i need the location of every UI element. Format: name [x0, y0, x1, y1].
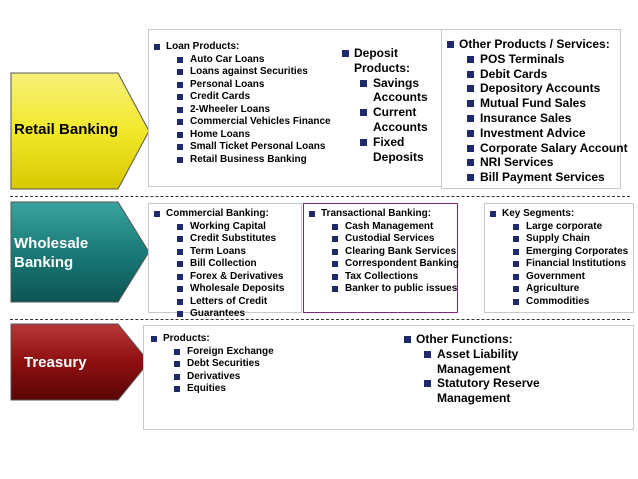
- list-item: Correspondent Banking: [332, 258, 470, 271]
- list-item: Insurance Sales: [467, 111, 638, 126]
- list-item: Mutual Fund Sales: [467, 96, 638, 111]
- list-item: Asset Liability Management: [424, 347, 554, 377]
- list-item: Banker to public issues: [332, 283, 470, 296]
- list-item: Wholesale Deposits: [177, 283, 305, 296]
- list-item: Forex & Derivatives: [177, 271, 305, 284]
- list-item: Emerging Corporates: [513, 246, 636, 259]
- list-item: Large corporate: [513, 221, 636, 234]
- wholesale-banking-label: Wholesale Banking: [14, 235, 89, 271]
- list-item: Clearing Bank Services: [332, 246, 470, 259]
- list-item: Letters of Credit: [177, 296, 305, 309]
- transactional-banking-items: Cash Management Custodial Services Clear…: [305, 221, 470, 296]
- treasury-products-header: Products:: [147, 333, 347, 346]
- deposit-products-items: Savings Accounts Current Accounts Fixed …: [338, 76, 432, 165]
- retail-loan-list: Loan Products: Auto Car Loans Loans agai…: [150, 41, 350, 166]
- list-item: Guarantees: [177, 308, 305, 321]
- retail-banking-label: Retail Banking: [14, 121, 119, 138]
- list-item: Fixed Deposits: [360, 135, 432, 165]
- other-functions-items: Asset Liability Management Statutory Res…: [400, 347, 554, 406]
- list-item: Current Accounts: [360, 105, 432, 135]
- list-item: Savings Accounts: [360, 76, 432, 106]
- wholesale-banking-arrow: Wholesale Banking: [10, 201, 150, 303]
- wholesale-commercial-box: [148, 203, 302, 313]
- retail-other-list: Other Products / Services: POS Terminals…: [443, 37, 638, 185]
- key-segments-items: Large corporate Supply Chain Emerging Co…: [486, 221, 636, 309]
- retail-deposit-list: Deposit Products: Savings Accounts Curre…: [338, 46, 438, 164]
- list-item: Government: [513, 271, 636, 284]
- wholesale-segments-list: Key Segments: Large corporate Supply Cha…: [486, 208, 636, 308]
- transactional-banking-header: Transactional Banking:: [305, 208, 470, 221]
- list-item: Retail Business Banking: [177, 154, 350, 167]
- section-divider: [10, 319, 630, 320]
- section-divider: [10, 196, 630, 197]
- list-item: Debit Cards: [467, 67, 638, 82]
- treasury-box: [143, 325, 634, 430]
- list-item: Auto Car Loans: [177, 54, 350, 67]
- loan-products-items: Auto Car Loans Loans against Securities …: [150, 54, 350, 167]
- list-item: Credit Cards: [177, 91, 350, 104]
- other-products-items: POS Terminals Debit Cards Depository Acc…: [443, 52, 638, 185]
- retail-arrow-shape: [10, 72, 150, 190]
- loan-products-header: Loan Products:: [150, 41, 350, 54]
- list-item: Credit Substitutes: [177, 233, 305, 246]
- list-item: Agriculture: [513, 283, 636, 296]
- key-segments-header: Key Segments:: [486, 208, 636, 221]
- list-item: Term Loans: [177, 246, 305, 259]
- treasury-other-list: Other Functions: Asset Liability Managem…: [400, 332, 570, 406]
- deposit-products-header: Deposit Products:: [338, 46, 424, 76]
- other-products-header: Other Products / Services:: [443, 37, 638, 52]
- list-item: Cash Management: [332, 221, 470, 234]
- list-item: Working Capital: [177, 221, 305, 234]
- list-item: Supply Chain: [513, 233, 636, 246]
- wholesale-arrow-shape: [10, 201, 150, 303]
- wholesale-transactional-list: Transactional Banking: Cash Management C…: [305, 208, 470, 296]
- treasury-products-list: Products: Foreign Exchange Debt Securiti…: [147, 333, 347, 396]
- treasury-products-items: Foreign Exchange Debt Securities Derivat…: [147, 346, 347, 396]
- treasury-label: Treasury: [24, 354, 87, 371]
- list-item: Bill Payment Services: [467, 170, 638, 185]
- list-item: Loans against Securities: [177, 66, 350, 79]
- treasury-arrow: Treasury: [10, 323, 150, 401]
- list-item: Investment Advice: [467, 126, 638, 141]
- list-item: Personal Loans: [177, 79, 350, 92]
- treasury-arrow-shape: [10, 323, 150, 401]
- list-item: Bill Collection: [177, 258, 305, 271]
- wholesale-transactional-box: [303, 203, 458, 313]
- list-item: Debt Securities: [174, 358, 347, 371]
- wholesale-segments-box: [484, 203, 634, 313]
- other-functions-header: Other Functions:: [400, 332, 570, 347]
- list-item: Home Loans: [177, 129, 350, 142]
- list-item: NRI Services: [467, 155, 638, 170]
- retail-loan-box: [148, 29, 469, 187]
- list-item: Commercial Vehicles Finance: [177, 116, 350, 129]
- list-item: Statutory Reserve Management: [424, 376, 554, 406]
- list-item: Foreign Exchange: [174, 346, 347, 359]
- list-item: POS Terminals: [467, 52, 638, 67]
- list-item: Derivatives: [174, 371, 347, 384]
- list-item: Small Ticket Personal Loans: [177, 141, 350, 154]
- list-item: Equities: [174, 383, 347, 396]
- list-item: Tax Collections: [332, 271, 470, 284]
- commercial-banking-header: Commercial Banking:: [150, 208, 305, 221]
- list-item: Financial Institutions: [513, 258, 636, 271]
- list-item: Commodities: [513, 296, 636, 309]
- list-item: Depository Accounts: [467, 81, 638, 96]
- commercial-banking-items: Working Capital Credit Substitutes Term …: [150, 221, 305, 321]
- list-item: 2-Wheeler Loans: [177, 104, 350, 117]
- wholesale-commercial-list: Commercial Banking: Working Capital Cred…: [150, 208, 305, 321]
- retail-banking-arrow: Retail Banking: [10, 72, 150, 190]
- list-item: Corporate Salary Account: [467, 141, 638, 156]
- list-item: Custodial Services: [332, 233, 470, 246]
